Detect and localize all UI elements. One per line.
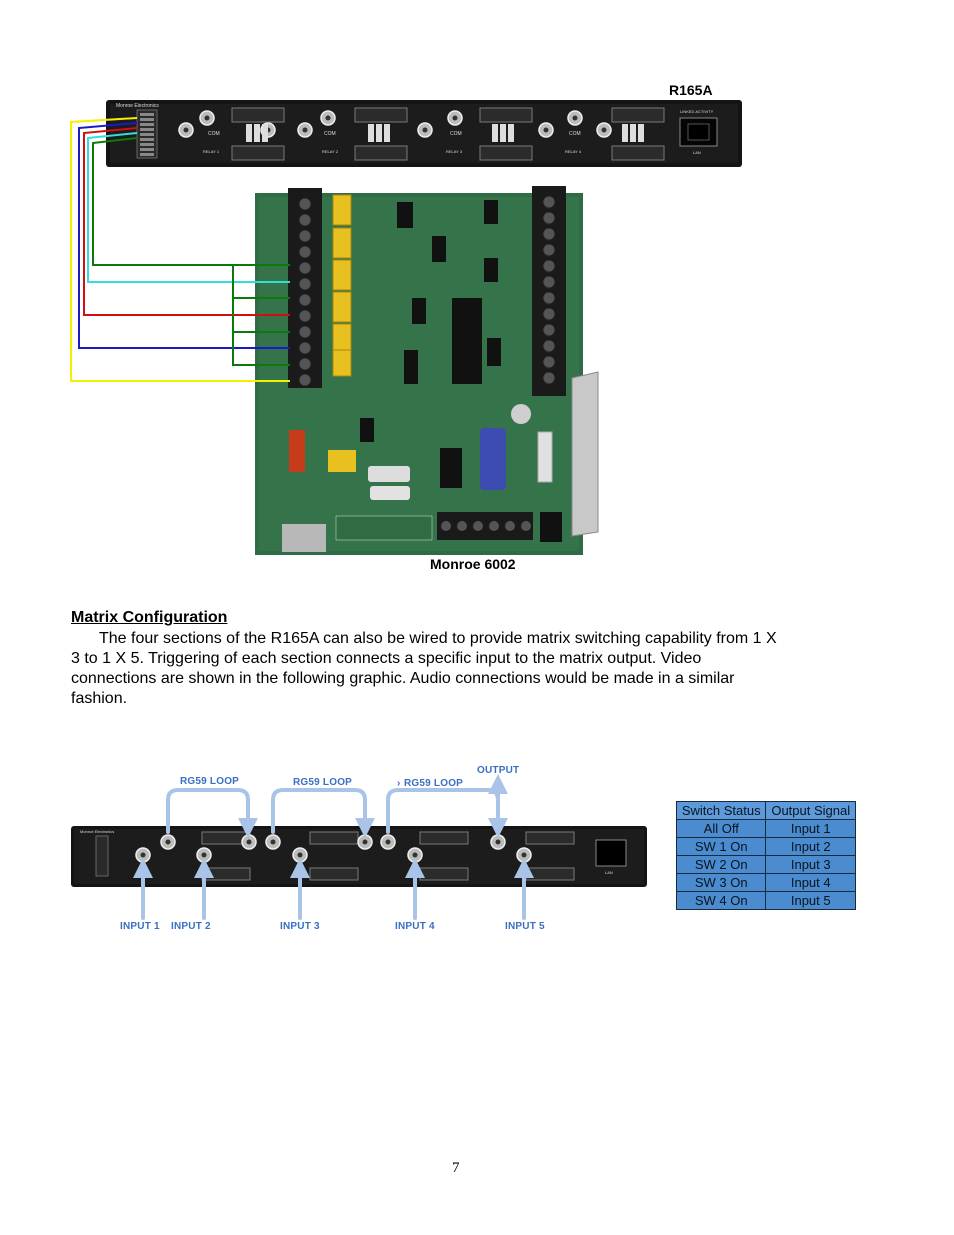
svg-text:RELAY 1: RELAY 1 [203, 149, 220, 154]
wiring-figure: Monroe Electronics RELAY 1 RELAY 2 RELAY… [70, 100, 742, 555]
section-title: Matrix Configuration [71, 609, 228, 626]
loop-label-3: RG59 LOOP [404, 778, 464, 789]
rack-relay-blocks [231, 107, 665, 161]
rack-brand-text: Monroe Electronics [116, 103, 159, 109]
table-cell: SW 2 On [675, 855, 767, 874]
input-label-2: INPUT 2 [171, 921, 211, 932]
loop-cables [166, 774, 508, 838]
svg-text:RELAY 3: RELAY 3 [446, 149, 463, 154]
input-arrows [133, 858, 534, 920]
table-cell: SW 3 On [675, 873, 767, 892]
svg-text:COM: COM [450, 131, 462, 137]
paragraph-line: The four sections of the R165A can also … [99, 630, 777, 647]
table-header-cell: Switch Status [675, 801, 767, 820]
section-paragraph: The four sections of the R165A can also … [71, 629, 861, 709]
board-heatsink [571, 371, 599, 537]
board-label: Monroe 6002 [430, 556, 516, 572]
table-row: SW 3 On Input 4 [675, 873, 856, 892]
svg-text:COM: COM [569, 131, 581, 137]
table-cell: Input 4 [765, 873, 856, 892]
input-label-3: INPUT 3 [280, 921, 320, 932]
svg-text:LINKED ACTIVITY: LINKED ACTIVITY [680, 109, 714, 114]
matrix-figure: Monroe Electronics LAN [71, 774, 647, 920]
loop-label-2: RG59 LOOP [293, 777, 353, 788]
svg-text:COM: COM [208, 131, 220, 137]
board-microcontroller [452, 298, 482, 384]
table-row: SW 1 On Input 2 [675, 837, 856, 856]
table-header-cell: Output Signal [765, 801, 856, 820]
loop-label-1: RG59 LOOP [180, 776, 240, 787]
table-cell: All Off [675, 819, 767, 838]
table-cell: Input 3 [765, 855, 856, 874]
svg-text:LAN: LAN [693, 150, 701, 155]
input-label-5: INPUT 5 [505, 921, 545, 932]
matrix-lan-jack [595, 839, 627, 867]
svg-text:Monroe Electronics: Monroe Electronics [80, 829, 114, 834]
rack-label: R165A [669, 82, 713, 98]
table-cell: Input 5 [765, 891, 856, 910]
page-number: 7 [452, 1160, 460, 1176]
wiring-harness [70, 117, 290, 382]
table-row: SW 2 On Input 3 [675, 855, 856, 874]
paragraph-line: 3 to 1 X 5. Triggering of each section c… [71, 650, 702, 667]
table-cell: SW 1 On [675, 837, 767, 856]
svg-text:RELAY 2: RELAY 2 [322, 149, 339, 154]
table-cell: SW 4 On [675, 891, 767, 910]
board-relays [332, 194, 352, 377]
paragraph-line: connections are shown in the following g… [71, 670, 735, 687]
table-cell: Input 1 [765, 819, 856, 838]
table-row: SW 4 On Input 5 [675, 891, 856, 910]
input-label-1: INPUT 1 [120, 921, 160, 932]
svg-text:COM: COM [324, 131, 336, 137]
svg-text:LAN: LAN [605, 870, 613, 875]
switch-status-table: Switch Status Output Signal All Off Inpu… [675, 801, 856, 910]
paragraph-line: fashion. [71, 690, 128, 707]
table-header-row: Switch Status Output Signal [675, 801, 856, 820]
table-row: All Off Input 1 [675, 819, 856, 838]
table-cell: Input 2 [765, 837, 856, 856]
svg-text:RELAY 4: RELAY 4 [565, 149, 582, 154]
input-label-4: INPUT 4 [395, 921, 435, 932]
output-label: OUTPUT [477, 765, 520, 776]
board-capacitor [480, 428, 506, 490]
